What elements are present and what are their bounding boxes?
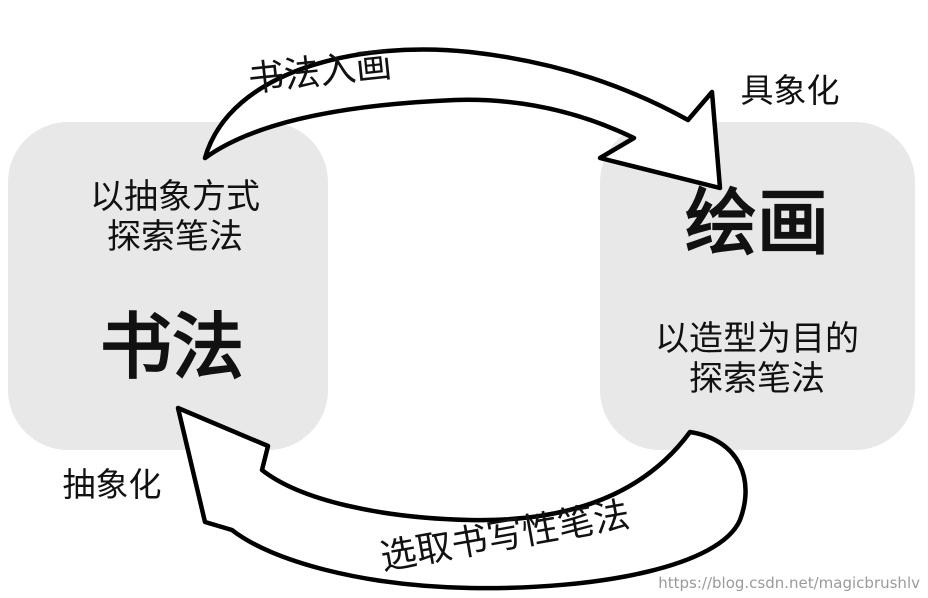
watermark-url: https://blog.csdn.net/magicbrushlv [658,574,920,592]
calligraphy-box [8,122,328,450]
painting-title: 绘画 [685,181,829,265]
concretization-label: 具象化 [741,71,840,110]
painting-description-line-1: 以造型为目的 [655,319,859,359]
calligraphy-description-line-1: 以抽象方式 [90,177,260,217]
painting-description-line-2: 探索笔法 [689,359,825,399]
top-curved-arrow [202,47,723,191]
calligraphy-description-line-2: 探索笔法 [107,217,243,257]
calligraphy-title: 书法 [100,305,244,389]
bottom-curved-arrow [175,405,748,591]
abstraction-label: 抽象化 [63,465,162,504]
painting-box [600,122,915,450]
